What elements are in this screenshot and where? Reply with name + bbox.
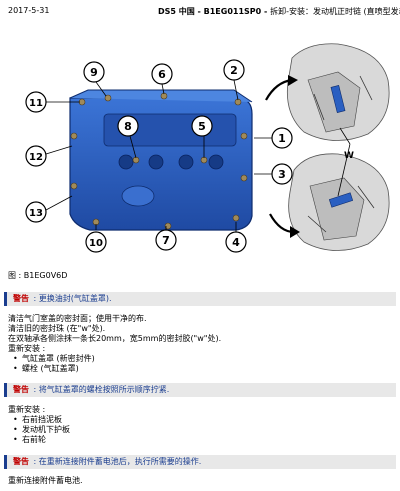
svg-text:13: 13 — [29, 208, 43, 219]
instruction-line: 在双轴承各侧涂抹一条长20mm，宽5mm的密封胶("w"处). — [8, 334, 222, 343]
reinstall-heading: 重新安装 : — [8, 405, 46, 414]
svg-text:10: 10 — [89, 238, 103, 249]
warning-text: : 将气缸盖罩的螺栓按照所示顺序拧紧. — [31, 385, 170, 394]
svg-text:6: 6 — [158, 68, 166, 81]
warning-text: : 在重新连接附件蓄电池后，执行所需要的操作. — [31, 457, 202, 466]
figure-caption: 图 : B1EG0V6D — [8, 271, 68, 280]
svg-text:5: 5 — [198, 120, 206, 133]
warning-label: 警告 — [13, 457, 29, 466]
callout-1: 1 — [271, 127, 293, 149]
svg-text:7: 7 — [162, 234, 170, 247]
callout-7: 7 — [155, 229, 177, 251]
callout-11: 11 — [25, 91, 47, 113]
callout-3: 3 — [271, 163, 293, 185]
document-title: DS5 中国 - B1EG011SP0 - 拆卸-安装：发动机正时链 (直喷型发… — [158, 6, 400, 17]
svg-text:12: 12 — [29, 152, 43, 163]
warning-text: : 更换油封(气缸盖罩). — [31, 294, 112, 303]
svg-text:9: 9 — [90, 66, 98, 79]
instruction-line: 清洁旧的密封珠 (在"w"处). — [8, 324, 106, 333]
list-item: 发动机下护板 — [13, 425, 70, 435]
title-prefix: DS5 中国 - B1EG011SP0 - — [158, 7, 271, 16]
callout-13: 13 — [25, 201, 47, 223]
callout-9: 9 — [83, 61, 105, 83]
svg-text:11: 11 — [29, 98, 43, 109]
final-instruction: 重新连接附件蓄电池. — [8, 476, 83, 485]
callout-12: 12 — [25, 145, 47, 167]
title-rest: 拆卸-安装：发动机正时链 (直喷型发动机) — [270, 7, 400, 16]
callout-10: 10 — [85, 231, 107, 253]
callout-4: 4 — [225, 231, 247, 253]
list-item: 螺栓 (气缸盖罩) — [13, 364, 79, 374]
warning-box-2: 警告 : 将气缸盖罩的螺栓按照所示顺序拧紧. — [4, 383, 396, 397]
warning-box-1: 警告 : 更换油封(气缸盖罩). — [4, 292, 396, 306]
warning-box-3: 警告 : 在重新连接附件蓄电池后，执行所需要的操作. — [4, 455, 396, 469]
svg-text:3: 3 — [278, 168, 286, 181]
callout-6: 6 — [151, 63, 173, 85]
detail-w-label: W — [344, 151, 354, 161]
list-item: 右前挡泥板 — [13, 415, 62, 425]
list-item: 右前轮 — [13, 435, 46, 445]
print-date: 2017-5-31 — [8, 6, 50, 15]
warning-label: 警告 — [13, 294, 29, 303]
svg-text:8: 8 — [124, 120, 132, 133]
svg-text:4: 4 — [232, 236, 240, 249]
instruction-line: 清洁气门室盖的密封面；使用干净的布. — [8, 314, 147, 323]
list-item: 气缸盖罩 (新密封件) — [13, 354, 95, 364]
detail-lower — [288, 153, 390, 251]
svg-text:2: 2 — [230, 64, 238, 77]
callout-8: 8 — [117, 115, 139, 137]
engine-cover-figure: W 1 2 3 4 5 6 7 8 9 10 11 12 13 — [8, 36, 394, 264]
callout-2: 2 — [223, 59, 245, 81]
callout-5: 5 — [191, 115, 213, 137]
warning-label: 警告 — [13, 385, 29, 394]
detail-upper — [286, 43, 390, 141]
svg-text:1: 1 — [278, 132, 286, 145]
page-header: 2017-5-31 DS5 中国 - B1EG011SP0 - 拆卸-安装：发动… — [8, 6, 400, 20]
cylinder-head-cover — [69, 89, 253, 231]
instruction-line: 重新安装 : — [8, 344, 46, 353]
